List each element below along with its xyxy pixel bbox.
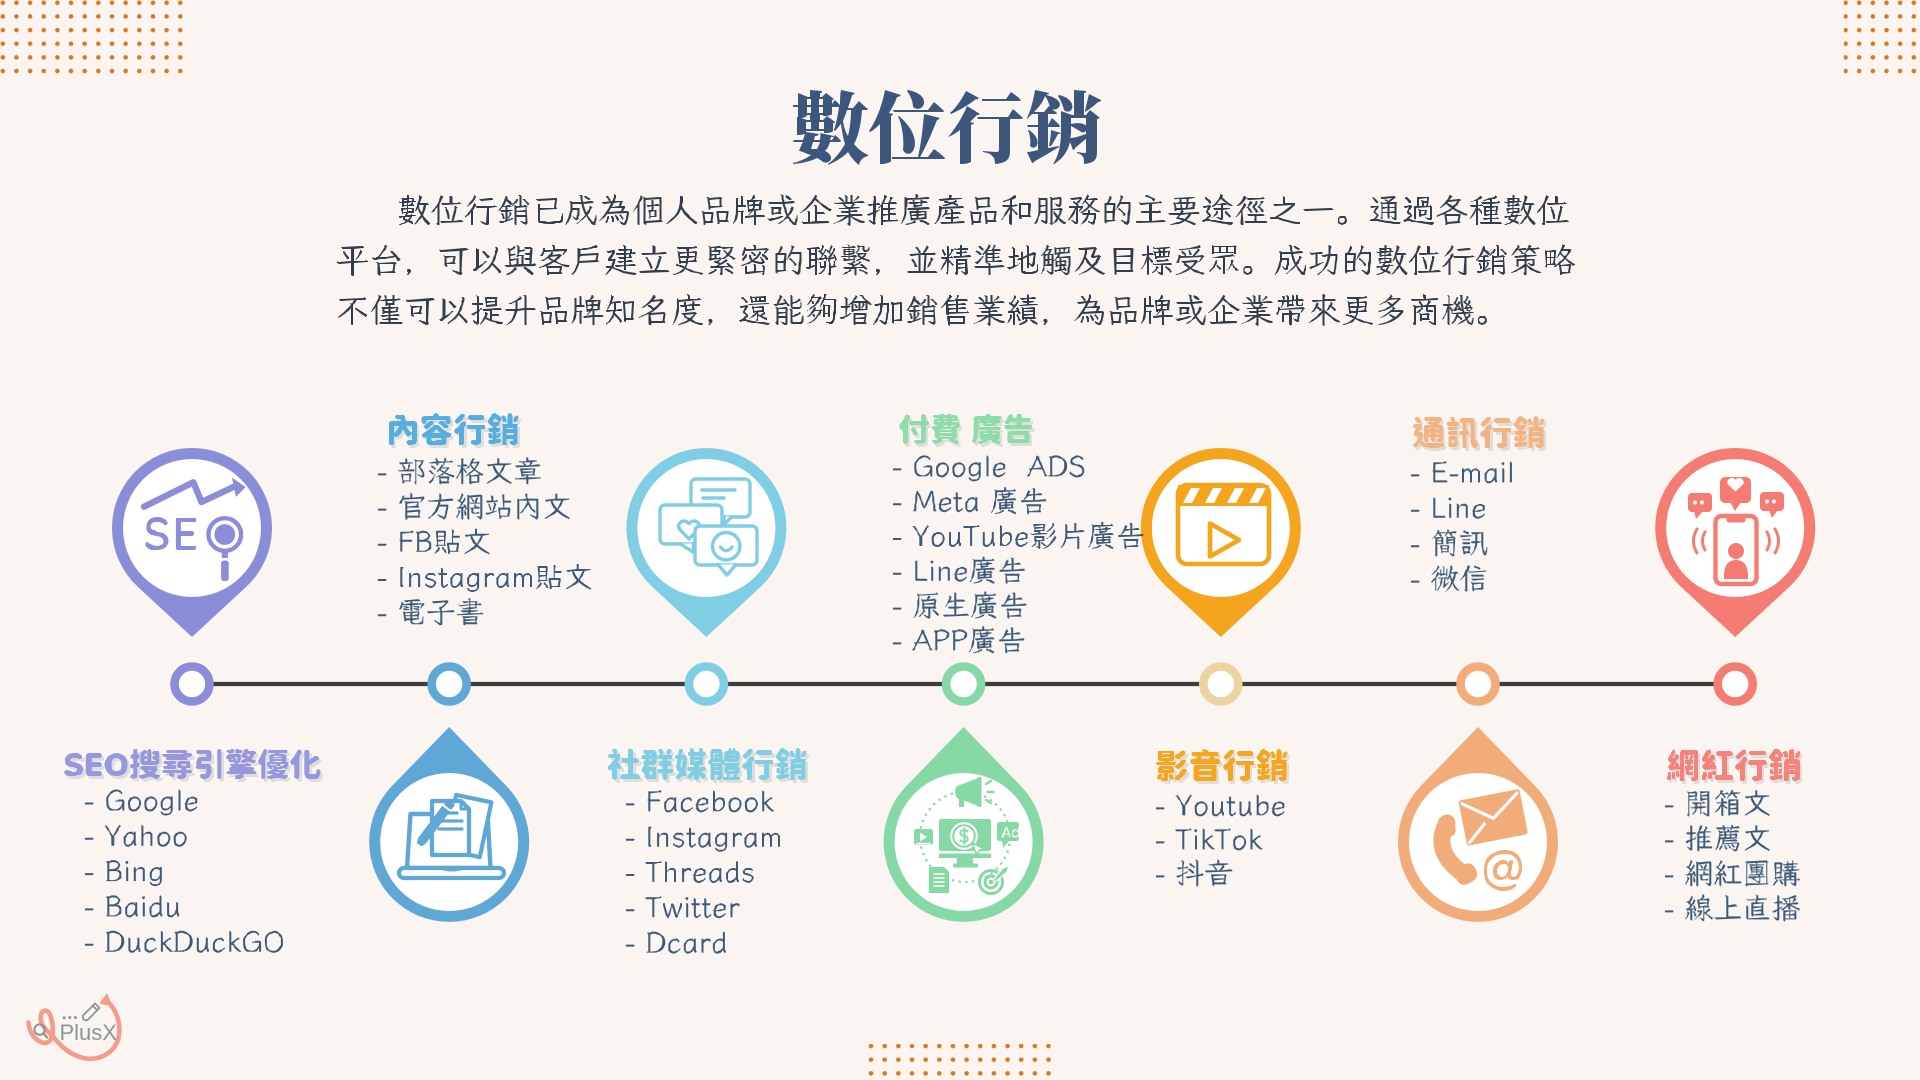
svg-text:PlusX: PlusX	[60, 1020, 118, 1045]
